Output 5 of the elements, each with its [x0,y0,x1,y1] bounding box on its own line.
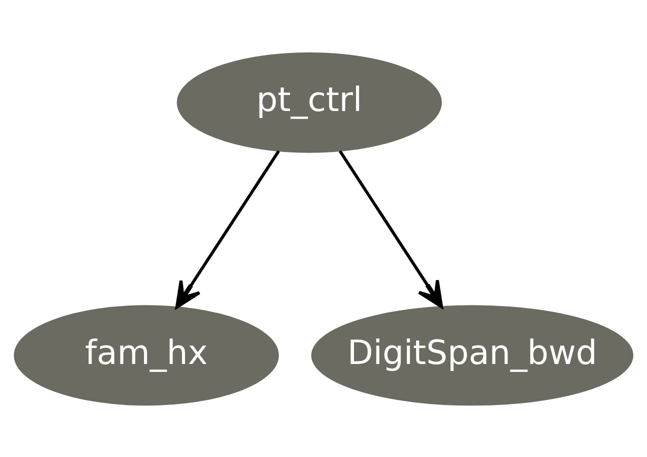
node-ellipse: fam_hx [14,304,279,406]
arrow [338,150,444,308]
node-ellipse: DigitSpan_bwd [311,304,634,406]
arrow [175,150,280,308]
node-ellipse: pt_ctrl [176,52,442,152]
